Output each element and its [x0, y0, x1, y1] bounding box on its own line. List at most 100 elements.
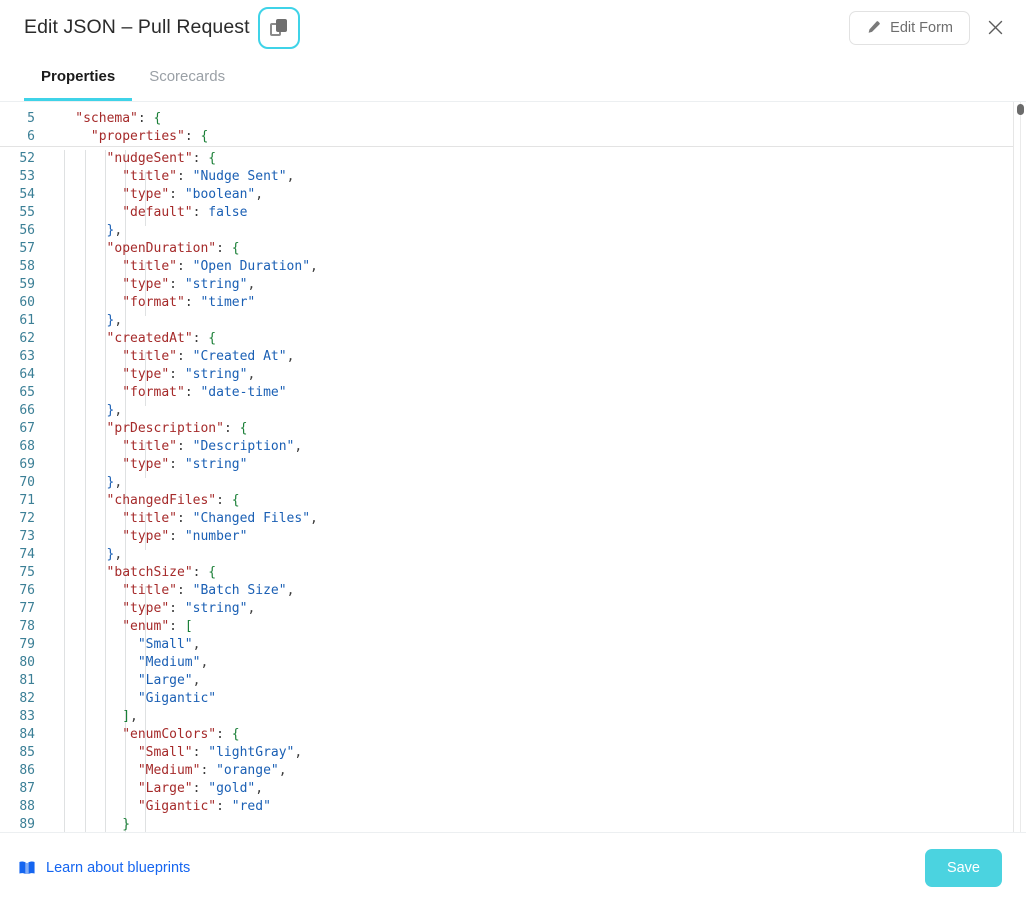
- code-text: },: [106, 475, 123, 490]
- line-number: 70: [19, 475, 35, 490]
- code-text: "nudgeSent": {: [106, 151, 217, 166]
- code-line[interactable]: 72"title": "Changed Files",: [0, 510, 1026, 528]
- json-code-editor[interactable]: 5"schema": {6"properties": { 52 "nudgeSen…: [0, 102, 1026, 833]
- code-text: "format": "date-time": [122, 385, 287, 400]
- code-line[interactable]: 71 "changedFiles": {: [0, 492, 1026, 510]
- code-text: "changedFiles": {: [106, 493, 240, 508]
- code-text: "type": "number": [122, 529, 248, 544]
- code-line[interactable]: 86"Medium": "orange",: [0, 762, 1026, 780]
- copy-icon: [270, 19, 288, 36]
- code-line[interactable]: 53"title": "Nudge Sent",: [0, 168, 1026, 186]
- code-line[interactable]: 62 "createdAt": {: [0, 330, 1026, 348]
- vertical-scrollbar[interactable]: [1013, 102, 1026, 832]
- line-number: 68: [19, 439, 35, 454]
- code-text: "Small": "lightGray",: [137, 745, 303, 760]
- code-line[interactable]: 87"Large": "gold",: [0, 780, 1026, 798]
- code-text: },: [106, 547, 123, 562]
- close-icon: [988, 20, 1002, 35]
- line-number: 80: [19, 655, 35, 670]
- code-text: },: [106, 313, 123, 328]
- line-number: 59: [19, 277, 35, 292]
- code-line[interactable]: 79"Small",: [0, 636, 1026, 654]
- line-number: 66: [19, 403, 35, 418]
- code-line[interactable]: 74},: [0, 546, 1026, 564]
- code-line[interactable]: 83],: [0, 708, 1026, 726]
- code-line[interactable]: 82"Gigantic": [0, 690, 1026, 708]
- code-line[interactable]: 76"title": "Batch Size",: [0, 582, 1026, 600]
- edit-form-button[interactable]: Edit Form: [849, 10, 970, 45]
- line-number: 57: [19, 241, 35, 256]
- scrollbar-thumb[interactable]: [1017, 104, 1024, 115]
- code-line[interactable]: 58"title": "Open Duration",: [0, 258, 1026, 276]
- code-line[interactable]: 63"title": "Created At",: [0, 348, 1026, 366]
- code-line[interactable]: 89}: [0, 816, 1026, 832]
- line-number: 63: [19, 349, 35, 364]
- code-line[interactable]: 68"title": "Description",: [0, 438, 1026, 456]
- code-line[interactable]: 65 "format": "date-time": [0, 384, 1026, 402]
- code-line[interactable]: 5"schema": {: [0, 110, 1026, 128]
- line-number: 58: [19, 259, 35, 274]
- line-number: 83: [19, 709, 35, 724]
- tab-bar: Properties Scorecards: [0, 55, 1026, 102]
- code-lines[interactable]: 52 "nudgeSent": { 53"title": "Nudge Sent",…: [0, 146, 1026, 832]
- learn-about-blueprints-link[interactable]: Learn about blueprints: [18, 860, 190, 876]
- code-line[interactable]: 54"type": "boolean",: [0, 186, 1026, 204]
- code-line[interactable]: 78"enum": [: [0, 618, 1026, 636]
- code-line[interactable]: 56},: [0, 222, 1026, 240]
- code-line[interactable]: 60 "format": "timer": [0, 294, 1026, 312]
- sticky-header-lines: 5"schema": {6"properties": {: [0, 102, 1026, 146]
- code-text: "enumColors": {: [122, 727, 240, 742]
- line-number: 56: [19, 223, 35, 238]
- code-line[interactable]: 75"batchSize": {: [0, 564, 1026, 582]
- line-number: 88: [19, 799, 35, 814]
- code-text: ],: [122, 709, 138, 724]
- code-line[interactable]: 6"properties": {: [0, 128, 1026, 146]
- code-line[interactable]: 55 "default": false: [0, 204, 1026, 222]
- code-text: "createdAt": {: [106, 331, 217, 346]
- code-line[interactable]: 66},: [0, 402, 1026, 420]
- code-line[interactable]: 77"type": "string",: [0, 600, 1026, 618]
- line-number: 60: [19, 295, 35, 310]
- code-line[interactable]: 59"type": "string",: [0, 276, 1026, 294]
- tab-scorecards[interactable]: Scorecards: [132, 55, 242, 101]
- code-text: "Medium",: [137, 655, 209, 670]
- code-line[interactable]: 70},: [0, 474, 1026, 492]
- copy-json-button[interactable]: [257, 6, 300, 49]
- line-number: 74: [19, 547, 35, 562]
- tab-properties[interactable]: Properties: [24, 55, 133, 101]
- line-number: 62: [19, 331, 35, 346]
- code-text: "format": "timer": [122, 295, 256, 310]
- code-text: },: [106, 223, 123, 238]
- line-number: 52: [19, 151, 35, 166]
- line-number: 75: [19, 565, 35, 580]
- line-number: 55: [19, 205, 35, 220]
- code-text: "Medium": "orange",: [137, 763, 287, 778]
- code-line[interactable]: 69"type": "string": [0, 456, 1026, 474]
- line-number: 84: [19, 727, 35, 742]
- line-number: 78: [19, 619, 35, 634]
- code-line[interactable]: 73"type": "number": [0, 528, 1026, 546]
- save-button[interactable]: Save: [924, 848, 1002, 887]
- line-number: 6: [27, 129, 35, 144]
- code-text: "Small",: [137, 637, 201, 652]
- code-line[interactable]: 85 "Small": "lightGray",: [0, 744, 1026, 762]
- line-number: 71: [19, 493, 35, 508]
- blueprints-label: Learn about blueprints: [46, 859, 191, 876]
- code-line[interactable]: 81"Large",: [0, 672, 1026, 690]
- code-line[interactable]: 61},: [0, 312, 1026, 330]
- code-line[interactable]: 88"Gigantic": "red": [0, 798, 1026, 816]
- code-line[interactable]: 80 "Medium",: [0, 654, 1026, 672]
- code-line[interactable]: 84 "enumColors": {: [0, 726, 1026, 744]
- line-number: 72: [19, 511, 35, 526]
- line-number: 67: [19, 421, 35, 436]
- line-number: 85: [19, 745, 35, 760]
- code-text: "default": false: [122, 205, 248, 220]
- close-button[interactable]: [980, 13, 1010, 43]
- code-line[interactable]: 64"type": "string",: [0, 366, 1026, 384]
- line-number: 65: [19, 385, 35, 400]
- code-line[interactable]: 57"openDuration": {: [0, 240, 1026, 258]
- code-line[interactable]: 52 "nudgeSent": {: [0, 150, 1026, 168]
- line-number: 5: [27, 111, 35, 126]
- code-line[interactable]: 67"prDescription": {: [0, 420, 1026, 438]
